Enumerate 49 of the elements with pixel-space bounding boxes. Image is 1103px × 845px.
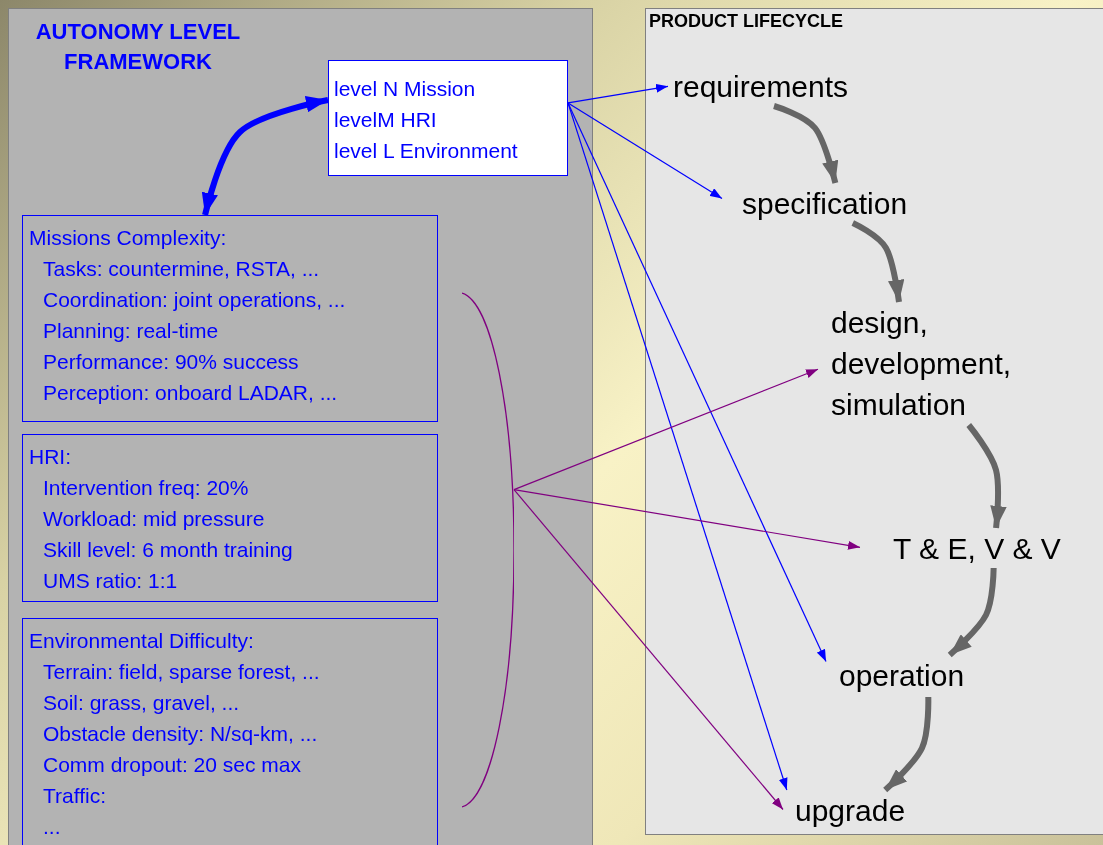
arrow	[567, 102, 789, 791]
list-item: Coordination: joint operations, ...	[42, 287, 347, 313]
stage-label: T & E, V & V	[860, 528, 1103, 568]
list-item: Planning: real-time	[42, 318, 220, 344]
stage-label: specification	[722, 183, 940, 223]
box-heading: Missions Complexity:	[29, 225, 228, 251]
panel-title: PRODUCT LIFECYCLE	[649, 11, 843, 32]
list-item: Perception: onboard LADAR, ...	[42, 380, 339, 406]
list-item: Tasks: countermine, RSTA, ...	[42, 256, 321, 282]
stage-label: operation	[826, 655, 991, 697]
level-box	[328, 60, 568, 176]
box-heading: Environmental Difficulty:	[29, 628, 255, 654]
arrow	[883, 696, 932, 793]
list-item: UMS ratio: 1:1	[42, 568, 179, 594]
list-item: Soil: grass, gravel, ...	[42, 690, 241, 716]
attribute-box	[22, 215, 438, 422]
panel-title: AUTONOMY LEVEL FRAMEWORK	[34, 18, 242, 76]
stage-label: upgrade	[783, 790, 923, 832]
arrow	[966, 423, 1006, 529]
arrow	[567, 102, 827, 663]
arrow	[773, 103, 840, 184]
list-item: Traffic:	[42, 783, 107, 809]
list-item: Skill level: 6 month training	[42, 537, 294, 563]
framework-panel	[8, 8, 593, 845]
list-item: Obstacle density: N/sq-km, ...	[42, 721, 319, 747]
box-heading: HRI:	[29, 444, 72, 470]
list-item: level L Environment	[334, 138, 519, 164]
list-item: Intervention freq: 20%	[42, 475, 250, 501]
list-item: Terrain: field, sparse forest, ...	[42, 659, 321, 685]
arrow	[200, 95, 329, 216]
stage-label: design, development, simulation	[818, 302, 1043, 425]
arrow	[567, 83, 669, 104]
list-item: Workload: mid pressure	[42, 506, 266, 532]
arrow	[513, 368, 819, 491]
lifecycle-panel	[645, 8, 1103, 835]
arrow	[567, 102, 723, 200]
list-item: Comm dropout: 20 sec max	[42, 752, 302, 778]
arrow	[513, 489, 784, 811]
attribute-box	[22, 618, 438, 845]
list-item: Performance: 90% success	[42, 349, 300, 375]
arrow	[947, 567, 997, 658]
attribute-box	[22, 434, 438, 602]
bracket	[462, 292, 514, 808]
arrow	[851, 220, 905, 303]
list-item: levelM HRI	[334, 107, 438, 133]
list-item: level N Mission	[334, 76, 477, 102]
arrow	[513, 489, 861, 551]
list-item: ...	[42, 814, 62, 840]
stage-label: requirements	[668, 66, 880, 106]
